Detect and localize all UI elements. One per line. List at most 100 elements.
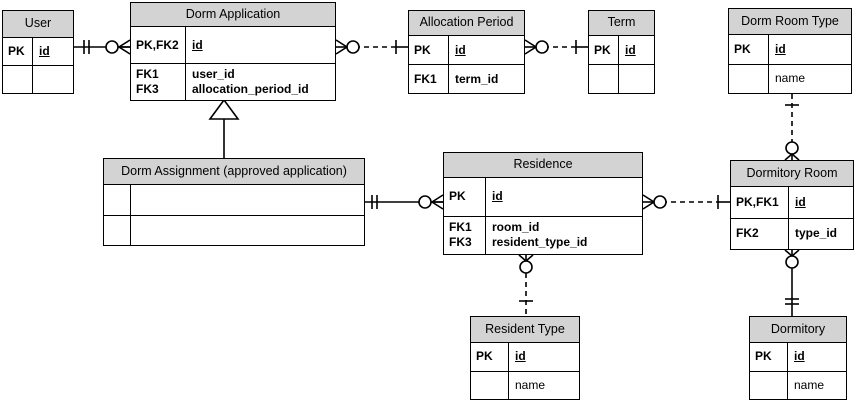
attribute-key-label: PK bbox=[734, 41, 751, 56]
attribute-value-cell: id bbox=[789, 187, 853, 218]
attribute-value-cell bbox=[619, 65, 654, 93]
attribute-key-cell: PK bbox=[409, 36, 449, 64]
attribute-row: FK1 term_id bbox=[409, 64, 524, 93]
attribute-value-cell bbox=[131, 185, 364, 215]
entity-body-user: PK id bbox=[3, 38, 73, 93]
attribute-key-cell: PK bbox=[589, 36, 619, 64]
attribute-key-cell: PK,FK2 bbox=[131, 27, 186, 63]
attribute-key-label: PK bbox=[476, 349, 493, 364]
attribute-key-label: FK1 bbox=[449, 220, 472, 235]
attribute-row: PK id bbox=[409, 36, 524, 64]
attribute-key-label: FK2 bbox=[736, 226, 759, 241]
attribute-name: type_id bbox=[795, 226, 838, 241]
attribute-primary-key: id bbox=[795, 194, 806, 209]
attribute-value-cell: name bbox=[788, 372, 846, 400]
attribute-value-cell: id bbox=[486, 178, 642, 216]
attribute-row: PK id bbox=[729, 35, 851, 64]
attribute-key-label: PK,FK2 bbox=[136, 37, 179, 52]
attribute-key-cell: PK bbox=[471, 343, 509, 371]
attribute-row: PK id bbox=[3, 38, 73, 65]
attribute-name: allocation_period_id bbox=[192, 82, 309, 96]
entity-title-dorm-room-type: Dorm Room Type bbox=[729, 9, 851, 35]
attribute-primary-key: id bbox=[455, 42, 466, 57]
attribute-key-cell bbox=[471, 371, 509, 399]
attribute-key-label: PK bbox=[449, 189, 466, 204]
attribute-row bbox=[3, 65, 73, 93]
attribute-key-cell: PK bbox=[729, 35, 769, 64]
entity-title-user: User bbox=[3, 11, 73, 38]
attribute-key-label: FK3 bbox=[449, 235, 472, 250]
attribute-name: term_id bbox=[455, 71, 499, 86]
attribute-name: name bbox=[515, 377, 546, 392]
attribute-primary-key: id bbox=[794, 349, 805, 364]
entity-body-term: PK id bbox=[589, 36, 654, 93]
attribute-key-label: PK bbox=[414, 42, 431, 57]
attribute-key-cell bbox=[750, 371, 788, 399]
attribute-primary-key: id bbox=[39, 44, 50, 58]
attribute-row: PK id bbox=[444, 178, 642, 216]
attribute-row bbox=[589, 64, 654, 93]
attribute-value-cell: name bbox=[769, 65, 851, 94]
attribute-key-label: PK,FK1 bbox=[736, 194, 779, 209]
connector-dorm-assignment-inherits-dorm-application bbox=[208, 98, 240, 158]
attribute-name: name bbox=[794, 377, 825, 392]
attribute-row: PK,FK2 id bbox=[131, 27, 335, 63]
entity-title-dorm-assignment: Dorm Assignment (approved application) bbox=[104, 159, 364, 185]
attribute-key-label: FK3 bbox=[136, 82, 159, 96]
attribute-value-cell: id bbox=[449, 36, 524, 64]
attribute-value-cell bbox=[33, 66, 73, 93]
attribute-primary-key: id bbox=[192, 37, 203, 52]
attribute-key-cell: FK2 bbox=[731, 218, 789, 249]
attribute-row: PK id bbox=[750, 343, 846, 371]
connector-dorm-room-type-to-dormitory-room bbox=[784, 94, 800, 161]
attribute-key-cell bbox=[3, 66, 33, 93]
attribute-key-cell: PK bbox=[750, 343, 788, 371]
entity-dorm-assignment[interactable]: Dorm Assignment (approved application) bbox=[103, 158, 365, 246]
entity-title-term: Term bbox=[589, 11, 654, 36]
attribute-key-cell: FK1 bbox=[409, 65, 449, 93]
attribute-key-label: PK bbox=[755, 349, 772, 364]
attribute-value-cell: id bbox=[33, 38, 73, 65]
attribute-row: PK id bbox=[589, 36, 654, 64]
attribute-value-cell: id bbox=[788, 343, 846, 371]
attribute-key-cell bbox=[589, 65, 619, 93]
attribute-value-cell: id bbox=[619, 36, 654, 64]
attribute-row: name bbox=[729, 63, 851, 94]
attribute-key-label: FK1 bbox=[136, 67, 159, 81]
connector-dorm-application-to-allocation-period bbox=[335, 39, 408, 55]
attribute-row: PK id bbox=[471, 343, 579, 371]
entity-title-resident-type: Resident Type bbox=[471, 317, 579, 343]
attribute-value-cell: id bbox=[769, 35, 851, 64]
attribute-key-label: PK bbox=[594, 42, 611, 57]
attribute-name: name bbox=[775, 71, 806, 86]
entity-title-allocation-period: Allocation Period bbox=[409, 11, 524, 36]
attribute-value-cell: name bbox=[509, 372, 579, 400]
attribute-key-cell: PK bbox=[3, 38, 33, 65]
attribute-key-label: PK bbox=[8, 44, 25, 58]
entity-body-dormitory: PK id name bbox=[750, 343, 846, 399]
attribute-row bbox=[104, 185, 364, 215]
entity-body-resident-type: PK id name bbox=[471, 343, 579, 399]
attribute-key-label: FK1 bbox=[414, 71, 437, 86]
entity-body-dorm-room-type: PK id name bbox=[729, 35, 851, 93]
connector-dormitory-room-to-dormitory bbox=[784, 249, 800, 316]
attribute-value-cell: id bbox=[509, 343, 579, 371]
